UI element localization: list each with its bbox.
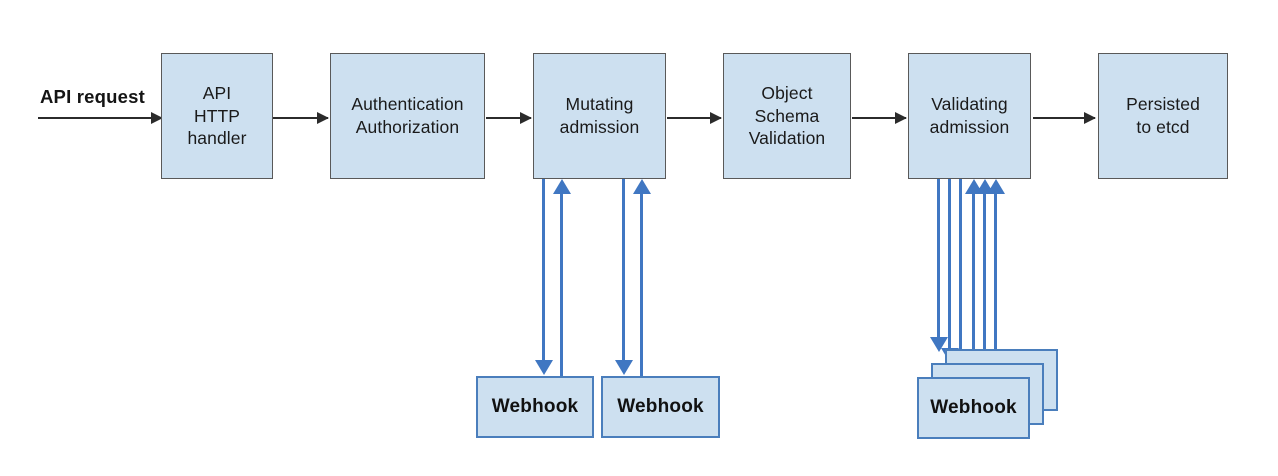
- stage-persisted-to-etcd: Persisted to etcd: [1098, 53, 1228, 179]
- stage-api-http-handler: API HTTP handler: [161, 53, 273, 179]
- connector-arrow-4: [852, 112, 907, 124]
- stage-line: handler: [187, 128, 247, 149]
- stage-line: Validation: [748, 128, 826, 149]
- stage-mutating-admission: Mutating admission: [533, 53, 666, 179]
- api-request-label: API request: [40, 86, 146, 107]
- connector-arrow-2: [486, 112, 532, 124]
- api-request-arrow: [38, 112, 163, 124]
- validating-webhook-3-response-arrow: [972, 192, 975, 350]
- stage-line: admission: [929, 117, 1010, 137]
- validating-webhook-2-request-arrow: [948, 179, 951, 350]
- validating-webhook-1-response-arrow: [994, 192, 997, 376]
- mutating-webhook-1-request-arrow: [542, 179, 545, 362]
- stage-line: Object: [761, 82, 813, 103]
- stage-line: Validating: [931, 94, 1008, 115]
- stage-line: Authorization: [355, 117, 460, 137]
- mutating-webhook-2-response-arrow: [640, 192, 643, 376]
- stage-object-schema-validation: Object Schema Validation: [723, 53, 851, 179]
- webhook-box-validating-stack-front[interactable]: Webhook: [917, 377, 1030, 439]
- stage-line: API: [202, 82, 232, 103]
- connector-arrow-3: [667, 112, 722, 124]
- mutating-webhook-2-request-arrow: [622, 179, 625, 362]
- stage-line: Mutating: [565, 94, 634, 115]
- mutating-webhook-1-response-arrow: [560, 192, 563, 376]
- webhook-box-mutating-1[interactable]: Webhook: [476, 376, 594, 438]
- stage-line: Authentication: [351, 94, 464, 115]
- connector-arrow-5: [1033, 112, 1096, 124]
- connector-arrow-1: [273, 112, 329, 124]
- stage-line: HTTP: [193, 105, 241, 126]
- stage-line: admission: [559, 117, 640, 137]
- validating-webhook-1-request-arrow: [959, 179, 962, 362]
- stage-line: to etcd: [1136, 117, 1190, 137]
- stage-authentication-authorization: Authentication Authorization: [330, 53, 485, 179]
- validating-webhook-3-request-arrow: [937, 179, 940, 339]
- stage-line: Schema: [754, 105, 820, 126]
- webhook-box-mutating-2[interactable]: Webhook: [601, 376, 720, 438]
- validating-webhook-2-response-arrow: [983, 192, 986, 362]
- stage-validating-admission: Validating admission: [908, 53, 1031, 179]
- stage-line: Persisted: [1126, 94, 1200, 115]
